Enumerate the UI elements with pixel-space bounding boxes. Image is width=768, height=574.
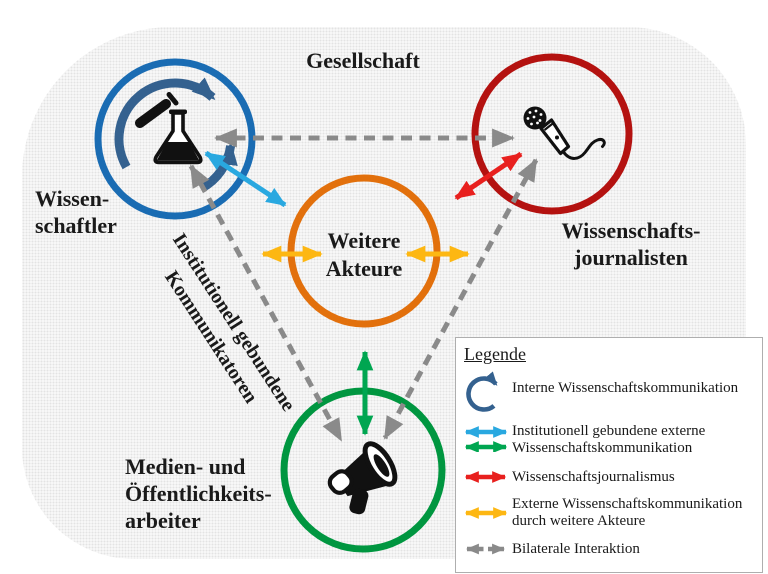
- double-arrow-red-icon: [464, 471, 507, 483]
- media-pr-label-line3: arbeiter: [125, 508, 201, 533]
- other-actors-label: Weitere Akteure: [288, 227, 440, 283]
- internal-communication-arc: [114, 77, 216, 170]
- legend-item-institutional-line1: Institutionell gebundene externe: [512, 423, 706, 439]
- legend-item-bilateral-text: Bilaterale Interaktion: [512, 541, 640, 557]
- legend-item-bilateral: Bilaterale Interaktion: [512, 541, 640, 558]
- media-pr-label-line1: Medien- und: [125, 454, 246, 479]
- bilateral-arrow-journalists-media: [382, 158, 539, 440]
- legend-item-journalism-text: Wissenschaftsjournalismus: [512, 469, 675, 485]
- legend-title: Legende: [464, 344, 526, 364]
- legend-item-internal: Interne Wissenschaftskommunikation: [512, 380, 738, 397]
- megaphone-icon: [327, 441, 398, 515]
- scientists-label-line2: schaftler: [35, 213, 117, 238]
- legend-item-institutional: Institutionell gebundene externe Wissens…: [512, 423, 705, 456]
- legend-item-internal-text: Interne Wissenschaftskommunikation: [512, 380, 739, 396]
- legend-item-journalism: Wissenschaftsjournalismus: [512, 469, 675, 486]
- scientists-label: Wissen- schaftler: [35, 185, 117, 239]
- journalists-label-line2: journalisten: [574, 245, 688, 270]
- legend-item-external-line1: Externe Wissenschaftskommunikation: [512, 496, 743, 512]
- legend-item-external-line2: durch weitere Akteure: [512, 512, 646, 529]
- legend-item-external: Externe Wissenschaftskommunikation durch…: [512, 496, 742, 529]
- microphone-icon: [523, 106, 606, 160]
- media-pr-label-line2: Öffentlichkeits-: [125, 481, 272, 506]
- science-journalism-arrow: [454, 151, 523, 201]
- double-arrow-pair-icon: [464, 426, 508, 452]
- scientists-label-line1: Wissen-: [35, 186, 110, 211]
- journalists-label: Wissenschafts- journalisten: [531, 217, 731, 271]
- media-pr-label: Medien- und Öffentlichkeits- arbeiter: [125, 453, 272, 534]
- bilateral-arrow-scientists-media: [188, 164, 344, 442]
- journalists-label-line1: Wissenschafts-: [561, 218, 701, 243]
- legend-item-institutional-line2: Wissenschaftskommunikation: [512, 439, 693, 456]
- other-actors-label-line2: Akteure: [325, 256, 403, 281]
- legend-box: Legende Interne Wissenschaftskommunikati…: [455, 337, 763, 573]
- dashed-double-arrow-icon: [465, 543, 506, 555]
- flask-icon: [135, 92, 203, 165]
- circular-arrow-icon: [466, 371, 498, 412]
- other-actors-label-line1: Weitere: [327, 228, 401, 253]
- gesellschaft-label: Gesellschaft: [306, 48, 420, 73]
- double-arrow-yellow-icon: [464, 507, 508, 519]
- institutional-external-arrow-scientists: [204, 150, 287, 208]
